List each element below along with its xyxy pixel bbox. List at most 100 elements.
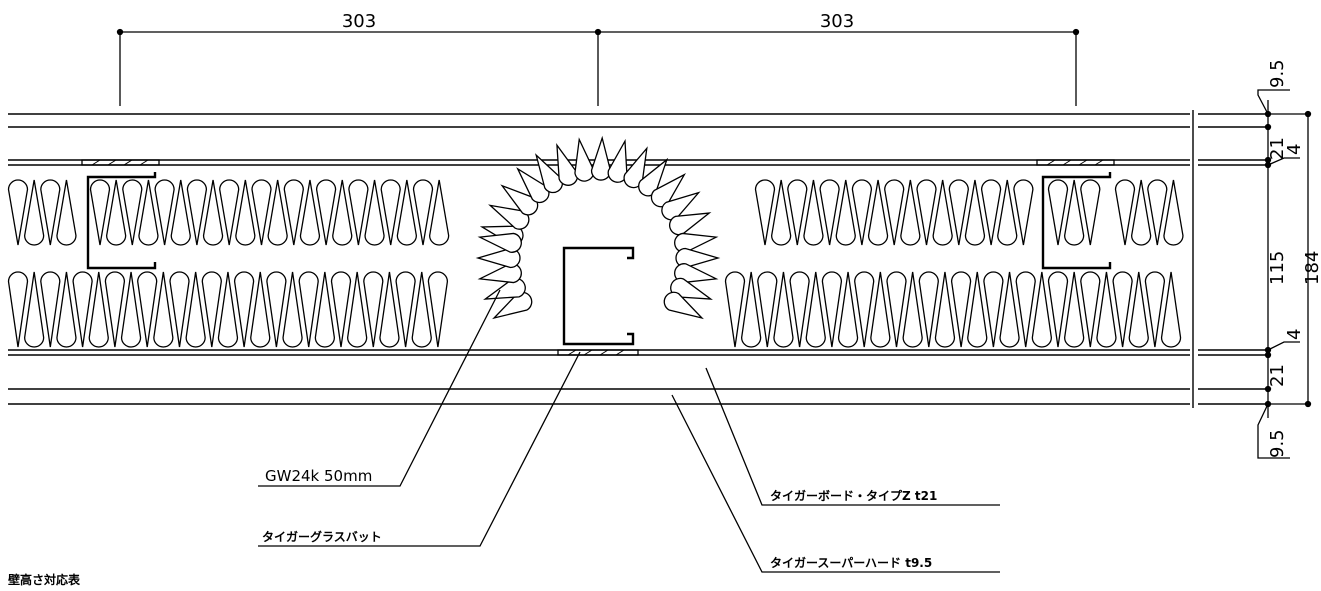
insulation-loop bbox=[837, 271, 859, 348]
dimension-21-bottom: 21 bbox=[1267, 364, 1288, 387]
insulation-loop bbox=[1096, 271, 1117, 348]
insulation-loop bbox=[964, 179, 986, 246]
insulation-loop bbox=[89, 179, 111, 246]
insulation-loop bbox=[266, 271, 287, 348]
dimension-21-top: 21 bbox=[1267, 137, 1288, 160]
insulation-loop bbox=[999, 271, 1020, 348]
insulation-loop bbox=[967, 271, 988, 348]
insulation-loop bbox=[773, 271, 794, 348]
insulation-loop bbox=[235, 179, 256, 246]
right-dimension-chain bbox=[1257, 89, 1312, 459]
insulation-loop bbox=[153, 271, 174, 348]
dimension-9-5-bottom: 9.5 bbox=[1267, 429, 1288, 458]
insulation-loop bbox=[217, 271, 239, 348]
insulation-loop bbox=[427, 271, 449, 348]
insulation-loop bbox=[233, 271, 255, 348]
insulation-loop bbox=[120, 271, 142, 348]
insulation-loop bbox=[724, 271, 746, 348]
insulation-loop bbox=[395, 271, 416, 348]
insulation-loop bbox=[819, 179, 840, 246]
insulation-loop bbox=[1080, 179, 1101, 246]
insulation-loop bbox=[104, 271, 126, 348]
stud-left bbox=[81, 159, 160, 270]
insulation-loop bbox=[267, 179, 288, 246]
insulation-loop bbox=[283, 179, 304, 246]
insulation-loop bbox=[363, 271, 384, 348]
insulation-loop bbox=[870, 271, 891, 348]
insulation-loop bbox=[997, 179, 1018, 246]
dimension-184: 184 bbox=[1302, 251, 1321, 285]
label-board-type-z: タイガーボード・タイプZ t21 bbox=[770, 488, 937, 503]
stud-center bbox=[557, 246, 639, 356]
dimension-4-bottom: 4 bbox=[1284, 329, 1305, 340]
dimension-303-right: 303 bbox=[820, 11, 854, 32]
insulation-loop bbox=[298, 271, 319, 348]
leader-lines bbox=[258, 289, 1000, 573]
insulation-loop bbox=[346, 271, 368, 348]
insulation-loop bbox=[757, 271, 778, 348]
insulation-loop bbox=[1063, 179, 1085, 246]
insulation-loop bbox=[983, 271, 1004, 348]
insulation-loop bbox=[122, 179, 143, 246]
insulation-loop bbox=[1047, 179, 1069, 246]
insulation-loop bbox=[219, 179, 240, 246]
insulation-loop bbox=[477, 232, 522, 253]
insulation-loop bbox=[902, 271, 923, 348]
insulation-loop bbox=[1031, 271, 1053, 348]
insulation-loop bbox=[1147, 179, 1168, 246]
insulation-loop bbox=[154, 179, 175, 246]
insulation-loop bbox=[314, 271, 336, 348]
insulation-loop bbox=[396, 179, 418, 246]
insulation-loop bbox=[56, 271, 77, 348]
dimension-9-5-top: 9.5 bbox=[1267, 59, 1288, 88]
insulation-loop bbox=[56, 179, 77, 246]
insulation-loop bbox=[803, 179, 824, 246]
glass-wool-insulation bbox=[7, 135, 1184, 348]
dimension-4-top: 4 bbox=[1284, 144, 1305, 155]
insulation-loop bbox=[1047, 271, 1069, 348]
insulation-loop bbox=[138, 179, 159, 246]
insulation-loop bbox=[299, 179, 321, 246]
insulation-loop bbox=[169, 271, 190, 348]
insulation-loop bbox=[330, 271, 352, 348]
insulation-loop bbox=[835, 179, 856, 246]
insulation-loop bbox=[1080, 271, 1101, 348]
label-glass-wool: GW24k 50mm bbox=[265, 467, 372, 485]
insulation-loop bbox=[315, 179, 337, 246]
insulation-loop bbox=[379, 271, 400, 348]
insulation-loop bbox=[23, 179, 45, 246]
insulation-loop bbox=[821, 271, 843, 348]
insulation-loop bbox=[1015, 271, 1036, 348]
insulation-loop bbox=[40, 271, 61, 348]
insulation-loop bbox=[1163, 179, 1184, 246]
insulation-loop bbox=[137, 271, 158, 348]
insulation-loop bbox=[1063, 271, 1085, 348]
insulation-loop bbox=[7, 179, 29, 246]
insulation-loop bbox=[428, 179, 450, 246]
insulation-loop bbox=[105, 179, 127, 246]
dimension-303-left: 303 bbox=[342, 11, 376, 32]
insulation-loop bbox=[770, 179, 792, 246]
label-super-hard: タイガースーパーハード t9.5 bbox=[770, 555, 932, 570]
dimension-115: 115 bbox=[1267, 251, 1288, 285]
insulation-loop bbox=[851, 179, 873, 246]
insulation-loop bbox=[250, 271, 271, 348]
insulation-loop bbox=[1112, 271, 1133, 348]
wall-height-table-title: 壁高さ対応表 bbox=[8, 572, 81, 587]
insulation-loop bbox=[789, 271, 810, 348]
insulation-loop bbox=[1114, 179, 1136, 246]
insulation-loop bbox=[201, 271, 222, 348]
insulation-loop bbox=[805, 271, 826, 348]
insulation-loop bbox=[1013, 179, 1034, 246]
insulation-loop bbox=[787, 179, 808, 246]
insulation-loop bbox=[934, 271, 956, 348]
insulation-loop bbox=[932, 179, 953, 246]
stud-right bbox=[1036, 159, 1115, 270]
insulation-loop bbox=[88, 271, 109, 348]
insulation-loop bbox=[886, 271, 907, 348]
insulation-loop bbox=[202, 179, 224, 246]
insulation-loop bbox=[185, 271, 206, 348]
insulation-loop bbox=[754, 179, 776, 246]
insulation-loop bbox=[348, 179, 369, 246]
